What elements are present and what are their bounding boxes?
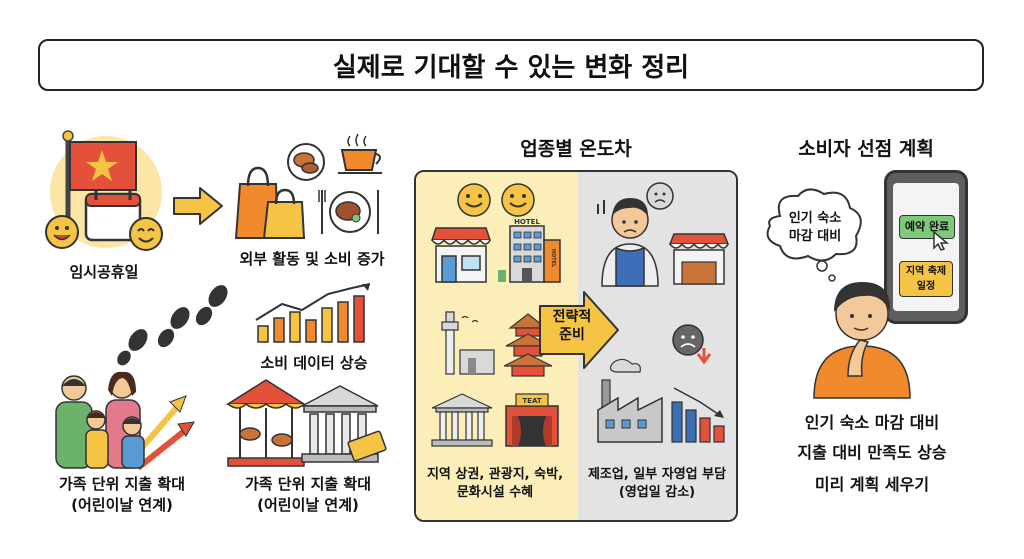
page-title: 실제로 기대할 수 있는 변화 정리 [332,52,690,83]
consumer-title: 소비자 선점 계획 [798,138,934,160]
falling-bar-chart-icon [671,387,725,443]
holiday-label: 임시공휴일 [69,263,139,281]
thought-bubble-text: 인기 숙소 마감 대비 [772,210,858,246]
data-label: 소비 데이터 상승 [260,354,368,372]
festival-line-2: 일정 [916,281,936,292]
consumer-item-3: 미리 계획 세우기 [814,475,930,494]
carousel-icon [225,379,307,467]
steak-plate-icon [318,190,379,234]
smile-faces-icon [457,183,535,217]
sad-face-down-icon [672,324,712,365]
benefit-line-1: 지역 상권, 관광지, 숙박, [426,467,564,482]
theater-icon: TEAT [505,393,559,447]
museum-icon [301,385,387,463]
hotel-icon: HOTEL HOTEL [498,218,561,283]
page-title-box: 실제로 기대할 수 있는 변화 정리 [38,39,984,91]
shopping-bags-icon [234,166,306,239]
festival-line-1: 지역 축제 [905,266,947,277]
strategy-line-2: 준비 [559,327,585,343]
benefit-line-2: 문화시설 수혜 [456,485,534,500]
reservation-complete-button[interactable]: 예약 완료 [899,215,955,239]
thought-bubble-icon [766,188,862,282]
hotel-sign: HOTEL [514,218,540,226]
shop-icon [430,227,492,283]
burden-line-2: (영업일 감소) [618,485,696,500]
festival-schedule-button[interactable]: 지역 축제 일정 [899,261,953,297]
cursor-icon [933,230,950,251]
bubble-line-1: 인기 숙소 [788,211,842,226]
tower-landmark-icon [441,311,495,375]
thinking-person-icon [813,282,911,399]
coffee-cup-icon [338,133,382,174]
culture-label-1: 가족 단위 지출 확대 [244,475,372,493]
factory-icon [597,358,663,443]
holiday-flag-calendar-icon [45,130,163,251]
strategy-arrow-text: 전략적 준비 [540,308,604,344]
hotel-side-sign: HOTEL [550,249,556,268]
family-icon [55,371,195,471]
consumer-item-2: 지출 대비 만족도 상승 [797,443,947,462]
industry-title: 업종별 온도차 [520,138,632,160]
chicken-plate-icon [287,143,325,181]
culture-label-2: (어린이날 연계) [257,496,359,514]
burden-line-1: 제조업, 일부 자영업 부담 [587,467,727,482]
family-label-1: 가족 단위 지출 확대 [58,475,186,493]
classic-building-icon [431,393,493,447]
bubble-line-2: 마감 대비 [788,229,842,244]
rising-bar-chart-icon [255,283,371,343]
strategy-line-1: 전략적 [552,309,592,325]
theater-sign: TEAT [522,397,541,405]
worried-shopkeeper-icon [597,182,674,287]
closed-stall-icon [668,233,730,285]
arrow-right-icon [173,187,223,225]
family-label-2: (어린이날 연계) [71,496,173,514]
outdoor-label: 외부 활동 및 소비 증가 [239,250,385,268]
phone: 예약 완료 지역 축제 일정 [884,170,968,324]
strategy-arrow-icon [539,291,619,369]
consumer-item-1: 인기 숙소 마감 대비 [804,413,940,432]
footprints-icon [117,285,228,366]
